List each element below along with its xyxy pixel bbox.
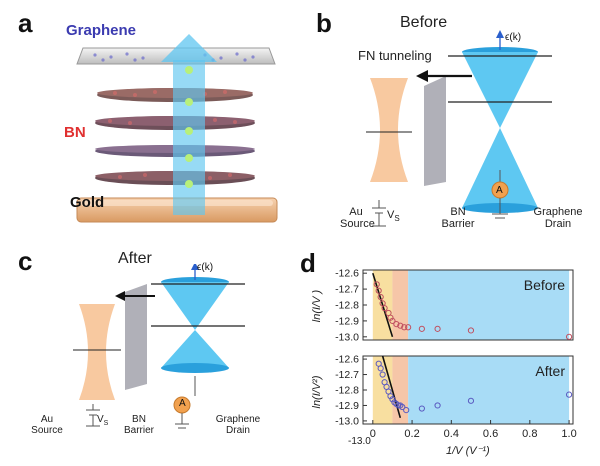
top-chart-title: Before [524, 277, 565, 293]
dirac-cone-lower-after [161, 330, 229, 368]
top-data-point [381, 305, 388, 312]
vs-label-c: VS [97, 414, 109, 427]
top-ytick-label: -12.6 [335, 268, 359, 280]
top-data-point [418, 325, 425, 332]
graphene-label: Graphene [66, 22, 137, 39]
vs-label-b: VS [387, 209, 400, 224]
top-data-point [375, 287, 382, 294]
au-source-band-after [79, 304, 115, 400]
top-fit-line [372, 272, 394, 338]
bottom-data-point [379, 371, 386, 378]
bottom-region-2 [408, 356, 570, 424]
top-data-point [397, 322, 404, 329]
panel-c-title: After [118, 250, 152, 267]
top-ytick-label: -13.0 [335, 331, 359, 343]
top-data-point [434, 325, 441, 332]
bottom-data-point [387, 393, 394, 400]
bottom-data-point [399, 403, 406, 411]
bottom-ytick-label: -12.6 [335, 354, 359, 366]
bn-barrier-shape [424, 76, 446, 186]
bottom-ytick-label: -13.0 [335, 415, 359, 427]
top-data-point [373, 281, 380, 288]
bottom-xtick-label: 0.4 [444, 428, 459, 440]
bottom-ytick-label: -12.9 [335, 400, 359, 412]
fn-arrow-head [416, 70, 428, 82]
bottom-data-point [377, 365, 384, 372]
bottom-data-point [403, 406, 410, 414]
top-ytick-label: -12.9 [335, 315, 359, 327]
ammeter-label-b: A [496, 185, 503, 196]
panel-a-schematic [76, 34, 278, 223]
bottom-data-point [418, 405, 425, 412]
au-source-band [370, 78, 408, 182]
panel-b-band-diagram [366, 30, 552, 227]
energy-label-b: ϵ(k) [505, 32, 522, 43]
energy-label-c: ϵ(k) [197, 262, 214, 273]
top-data-point [377, 293, 384, 301]
bn-barrier-shape-after [125, 284, 147, 390]
top-data-point [393, 320, 400, 328]
dirac-cone-upper-after [161, 282, 229, 330]
ammeter-label-c: A [179, 398, 186, 409]
top-ytick-label: -12.8 [335, 300, 359, 312]
bottom-ytick-label: -12.7 [335, 369, 359, 381]
top-region-1 [392, 270, 409, 340]
bottom-chart-title: After [535, 363, 565, 379]
bottom-data-point [389, 396, 396, 403]
dirac-cone-lower [462, 128, 538, 208]
top-ytick-label: -12.7 [335, 284, 359, 296]
panel-b-title: Before [400, 14, 448, 31]
dirac-cone-bottom-rim-after [161, 363, 229, 373]
panel-d-letter: d [300, 248, 316, 278]
panel-c-band-diagram [73, 264, 245, 429]
top-data-point [467, 327, 475, 334]
top-data-point [389, 317, 396, 325]
bottom-xtick-label: 1.0 [561, 428, 576, 440]
top-data-point [387, 314, 394, 321]
bn-label: BN [64, 124, 86, 141]
bottom-data-point [565, 391, 573, 398]
bottom-xtick-label: 0 [370, 428, 376, 440]
fn-tunneling-label: FN tunneling [358, 48, 432, 63]
bottom-data-point [467, 397, 475, 404]
panel-a-letter: a [18, 8, 33, 38]
tunneling-arrow [161, 34, 217, 215]
extra-tick-label: -13.0 [348, 436, 371, 447]
top-data-point [401, 324, 408, 331]
bottom-xtick-label: 0.8 [522, 428, 537, 440]
dirac-cone-upper [462, 52, 538, 128]
bottom-data-point [434, 402, 441, 409]
bottom-region-1 [392, 356, 409, 424]
energy-axis-arrowhead [496, 30, 504, 38]
bottom-ytick-label: -12.8 [335, 385, 359, 397]
top-data-point [565, 333, 573, 340]
bottom-xtick-label: 0.6 [483, 428, 498, 440]
top-data-point [405, 324, 412, 331]
gold-label: Gold [70, 194, 105, 211]
x-axis-label: 1/V (V⁻¹) [446, 445, 490, 457]
panel-b-letter: b [316, 8, 332, 38]
bottom-xtick-label: 0.2 [404, 428, 419, 440]
panel-c-letter: c [18, 246, 33, 276]
bottom-data-point [395, 402, 402, 409]
